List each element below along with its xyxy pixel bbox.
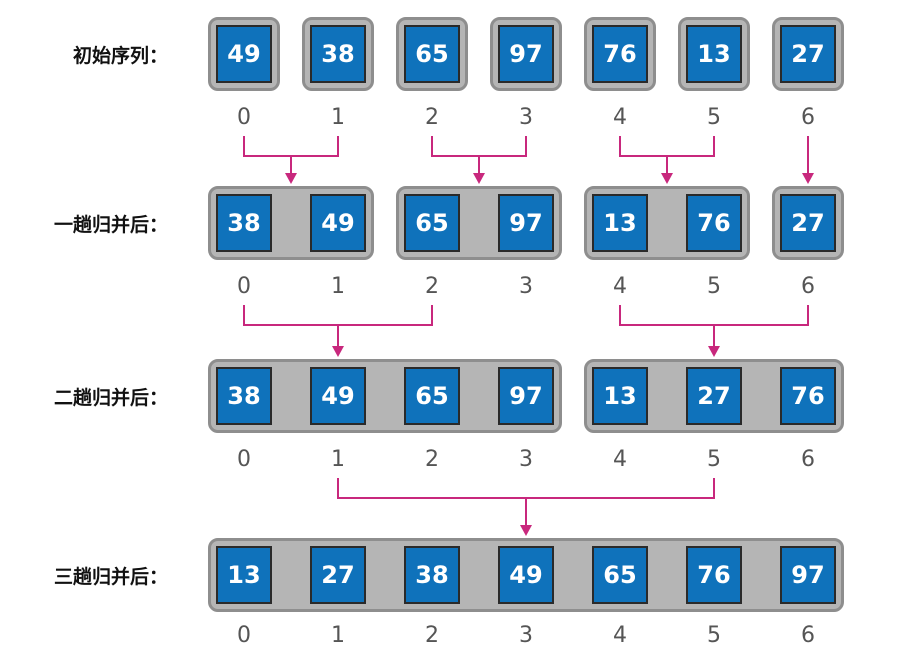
value-cell: 97: [780, 546, 836, 604]
index-label: 1: [331, 623, 345, 648]
index-label: 4: [613, 623, 627, 648]
index-label: 4: [613, 105, 627, 130]
index-label: 1: [331, 274, 345, 299]
index-label: 2: [425, 105, 439, 130]
value-cell: 76: [592, 25, 648, 83]
value-cell: 76: [780, 367, 836, 425]
merge-bracket: [243, 136, 339, 157]
arrow-head-icon: [661, 173, 673, 184]
value-cell: 13: [592, 367, 648, 425]
value-cell: 49: [216, 25, 272, 83]
row-label: 三趟归并后：: [53, 566, 168, 588]
merge-bracket: [619, 305, 809, 326]
arrow-head-icon: [285, 173, 297, 184]
merge-bracket: [619, 136, 715, 157]
index-label: 5: [707, 274, 721, 299]
value-cell: 49: [310, 367, 366, 425]
value-cell: 27: [310, 546, 366, 604]
index-label: 3: [519, 274, 533, 299]
value-cell: 13: [592, 194, 648, 252]
value-cell: 38: [216, 367, 272, 425]
value-cell: 38: [216, 194, 272, 252]
value-cell: 76: [686, 546, 742, 604]
row-label: 二趟归并后：: [53, 387, 168, 409]
index-label: 0: [237, 274, 251, 299]
index-label: 0: [237, 105, 251, 130]
arrow-head-icon: [802, 173, 814, 184]
row-label: 初始序列：: [72, 45, 168, 67]
index-label: 6: [801, 274, 815, 299]
value-cell: 65: [404, 25, 460, 83]
value-cell: 97: [498, 367, 554, 425]
value-cell: 76: [686, 194, 742, 252]
value-cell: 27: [686, 367, 742, 425]
value-cell: 65: [404, 194, 460, 252]
arrow-head-icon: [708, 346, 720, 357]
index-label: 6: [801, 623, 815, 648]
arrow-head-icon: [332, 346, 344, 357]
index-label: 2: [425, 447, 439, 472]
value-cell: 13: [686, 25, 742, 83]
value-cell: 97: [498, 25, 554, 83]
index-label: 4: [613, 274, 627, 299]
value-cell: 49: [310, 194, 366, 252]
index-label: 3: [519, 623, 533, 648]
index-label: 6: [801, 105, 815, 130]
value-cell: 38: [404, 546, 460, 604]
value-cell: 38: [310, 25, 366, 83]
value-cell: 97: [498, 194, 554, 252]
index-label: 1: [331, 447, 345, 472]
index-label: 6: [801, 447, 815, 472]
index-label: 1: [331, 105, 345, 130]
merge-bracket: [243, 305, 433, 326]
merge-bracket: [337, 478, 715, 499]
index-label: 3: [519, 447, 533, 472]
index-label: 5: [707, 105, 721, 130]
arrow-head-icon: [473, 173, 485, 184]
arrow-head-icon: [520, 525, 532, 536]
index-label: 5: [707, 623, 721, 648]
index-label: 5: [707, 447, 721, 472]
index-label: 2: [425, 274, 439, 299]
index-label: 4: [613, 447, 627, 472]
value-cell: 49: [498, 546, 554, 604]
merge-bracket: [431, 136, 527, 157]
value-cell: 27: [780, 194, 836, 252]
index-label: 2: [425, 623, 439, 648]
value-cell: 27: [780, 25, 836, 83]
value-cell: 13: [216, 546, 272, 604]
index-label: 0: [237, 447, 251, 472]
index-label: 3: [519, 105, 533, 130]
value-cell: 65: [404, 367, 460, 425]
index-label: 0: [237, 623, 251, 648]
value-cell: 65: [592, 546, 648, 604]
row-label: 一趟归并后：: [53, 214, 168, 236]
